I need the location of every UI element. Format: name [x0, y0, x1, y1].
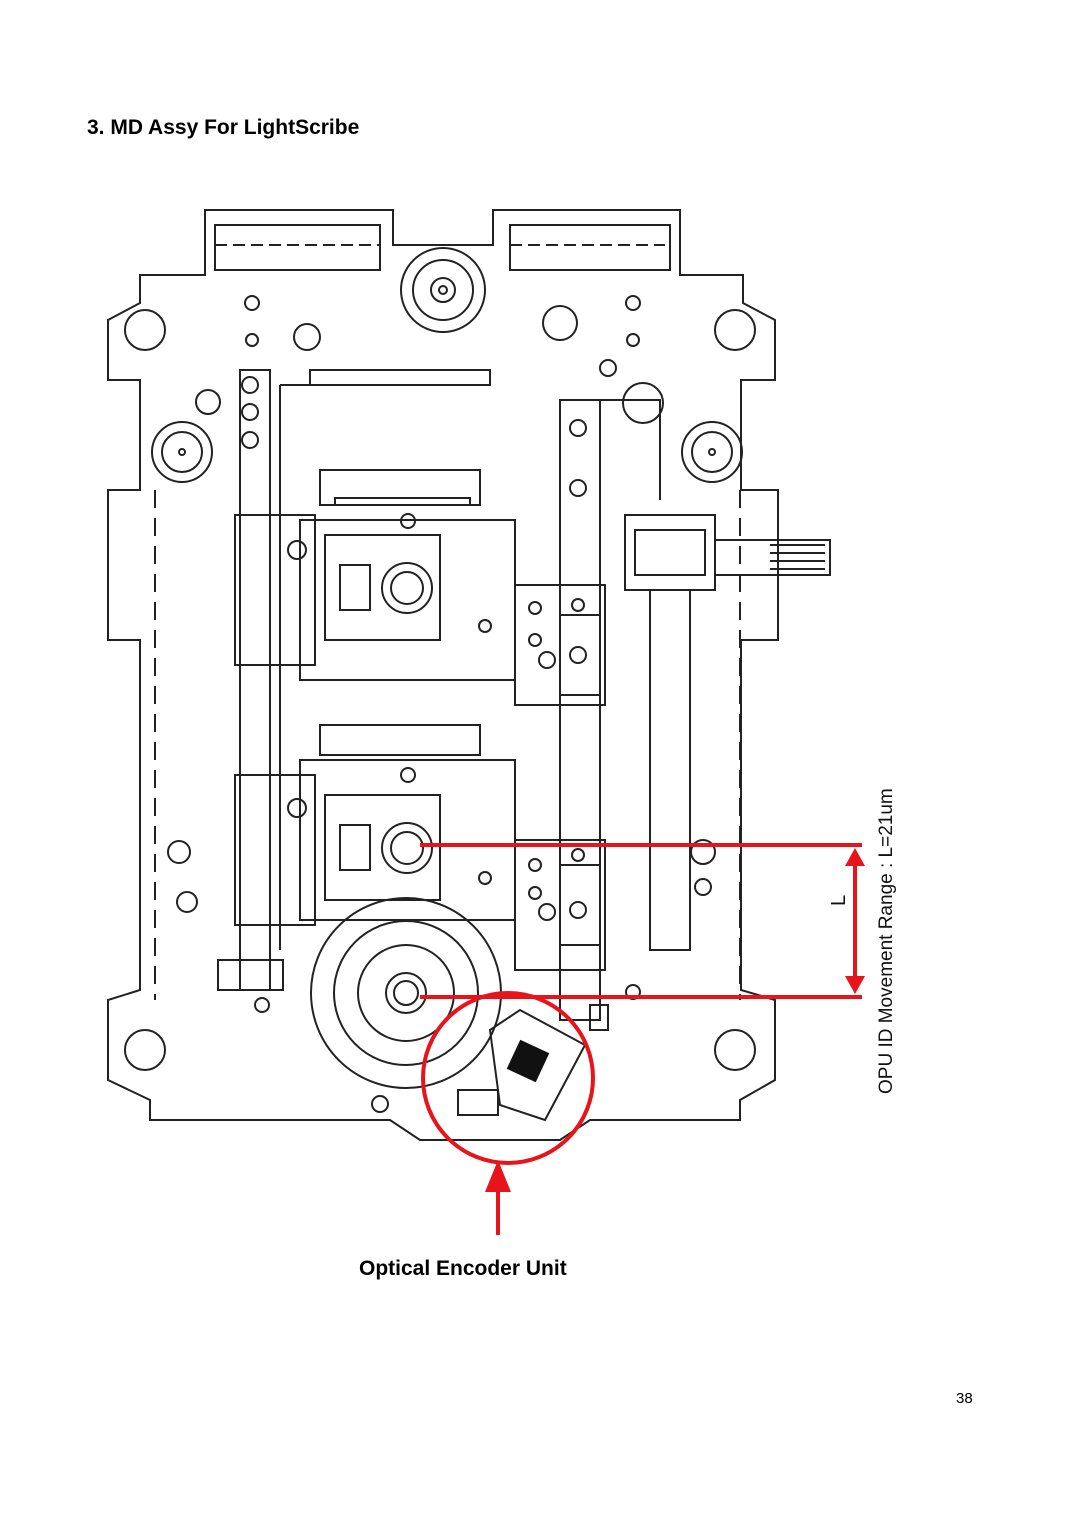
lower-lens — [381, 822, 433, 874]
page-number: 38 — [956, 1390, 973, 1407]
movement-range-label: OPU ID Movement Range : L=21um — [876, 788, 897, 1094]
turntable-outer — [310, 897, 502, 1089]
encoder-highlight-circle — [421, 991, 595, 1165]
encoder-chip — [506, 1039, 550, 1083]
caption-arrowhead — [485, 1160, 511, 1192]
encoder-caption: Optical Encoder Unit — [359, 1257, 567, 1280]
page-title: 3. MD Assy For LightScribe — [87, 116, 360, 139]
left-boss — [151, 421, 213, 483]
chassis-outline — [107, 209, 779, 1141]
upper-lens — [381, 562, 433, 614]
right-boss — [681, 421, 743, 483]
dimension-l-label: L — [828, 894, 850, 906]
connector-block — [624, 514, 716, 591]
